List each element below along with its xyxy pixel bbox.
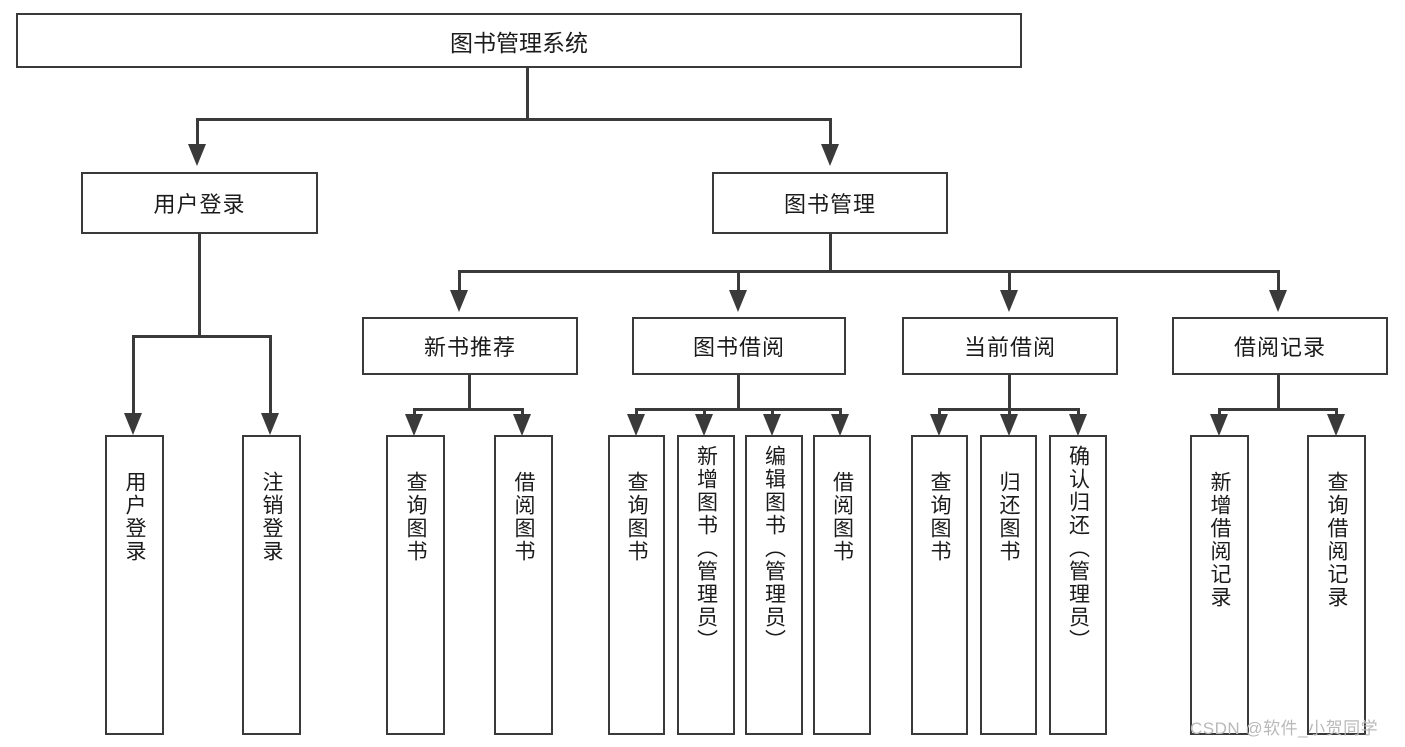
connector-root-to-book-management <box>829 118 832 146</box>
arrowhead-leaf-user-login <box>124 413 142 435</box>
arrowhead-cb-return-book <box>1000 414 1018 436</box>
leaf-cb-query-book[interactable]: 查询图书 <box>911 435 968 735</box>
node-book-management[interactable]: 图书管理 <box>712 172 948 234</box>
connector-user-login-bar <box>132 335 270 338</box>
arrowhead-nbr-query-book <box>405 414 423 436</box>
connector-br-drop-2 <box>1335 408 1338 418</box>
connector-nbr-drop-2 <box>521 408 524 418</box>
connector-user-login-drop-1 <box>132 335 135 415</box>
connector-br-stem <box>1277 375 1280 411</box>
connector-bm-drop-4 <box>1277 270 1280 292</box>
connector-bb-drop-3 <box>771 408 774 418</box>
leaf-cb-confirm-return[interactable]: 确认归还（管理员） <box>1049 435 1107 735</box>
connector-bb-bar <box>635 408 842 411</box>
arrowhead-nbr-borrow-book <box>513 414 531 436</box>
connector-user-login-stem <box>198 234 201 337</box>
arrowhead-new-book-recommend <box>450 290 468 312</box>
connector-nbr-bar <box>413 408 524 411</box>
connector-cb-stem <box>1008 375 1011 411</box>
leaf-br-query-record[interactable]: 查询借阅记录 <box>1307 435 1366 735</box>
connector-bb-stem <box>737 375 740 411</box>
leaf-bb-edit-book[interactable]: 编辑图书（管理员） <box>745 435 803 735</box>
leaf-bb-add-book[interactable]: 新增图书（管理员） <box>677 435 735 735</box>
connector-br-drop-1 <box>1218 408 1221 418</box>
leaf-nbr-borrow-book[interactable]: 借阅图书 <box>494 435 553 735</box>
arrowhead-bb-add-book <box>695 414 713 436</box>
leaf-br-add-record[interactable]: 新增借阅记录 <box>1190 435 1249 735</box>
connector-nbr-drop-1 <box>413 408 416 418</box>
connector-root-to-user-login <box>196 118 199 146</box>
arrowhead-bb-borrow-book <box>831 414 849 436</box>
arrowhead-br-add-record <box>1210 414 1228 436</box>
node-current-borrow[interactable]: 当前借阅 <box>902 317 1118 375</box>
connector-bm-drop-1 <box>458 270 461 292</box>
node-new-book-recommend[interactable]: 新书推荐 <box>362 317 578 375</box>
arrowhead-bb-query-book <box>627 414 645 436</box>
node-book-borrow[interactable]: 图书借阅 <box>632 317 846 375</box>
leaf-nbr-query-book[interactable]: 查询图书 <box>386 435 445 735</box>
arrowhead-cb-confirm-return <box>1069 414 1087 436</box>
arrowhead-cb-query-book <box>930 414 948 436</box>
arrowhead-bb-edit-book <box>763 414 781 436</box>
arrowhead-br-query-record <box>1327 414 1345 436</box>
connector-bb-drop-2 <box>703 408 706 418</box>
connector-root-stem <box>526 68 529 120</box>
arrowhead-user-login <box>188 144 206 166</box>
arrowhead-current-borrow <box>1000 290 1018 312</box>
csdn-watermark: CSDN @软件_小贺同学 <box>1190 719 1379 738</box>
node-borrow-record[interactable]: 借阅记录 <box>1172 317 1388 375</box>
connector-bb-drop-4 <box>839 408 842 418</box>
connector-nbr-stem <box>468 375 471 411</box>
connector-cb-drop-2 <box>1008 408 1011 418</box>
connector-user-login-drop-2 <box>269 335 272 415</box>
connector-bm-drop-3 <box>1008 270 1011 292</box>
connector-bm-drop-2 <box>737 270 740 292</box>
leaf-user-login[interactable]: 用户登录 <box>105 435 164 735</box>
arrowhead-leaf-logout <box>261 413 279 435</box>
connector-bb-drop-1 <box>635 408 638 418</box>
node-user-login[interactable]: 用户登录 <box>81 172 318 234</box>
connector-book-management-bar <box>458 270 1280 273</box>
connector-cb-drop-1 <box>938 408 941 418</box>
node-root-book-management-system[interactable]: 图书管理系统 <box>16 13 1022 68</box>
leaf-bb-query-book[interactable]: 查询图书 <box>608 435 665 735</box>
arrowhead-book-borrow <box>729 290 747 312</box>
connector-cb-drop-3 <box>1077 408 1080 418</box>
arrowhead-borrow-record <box>1269 290 1287 312</box>
leaf-logout[interactable]: 注销登录 <box>242 435 301 735</box>
arrowhead-book-management <box>821 144 839 166</box>
connector-br-bar <box>1218 408 1338 411</box>
connector-root-bar <box>196 118 832 121</box>
connector-book-management-stem <box>829 234 832 272</box>
leaf-bb-borrow-book[interactable]: 借阅图书 <box>813 435 871 735</box>
leaf-cb-return-book[interactable]: 归还图书 <box>980 435 1037 735</box>
